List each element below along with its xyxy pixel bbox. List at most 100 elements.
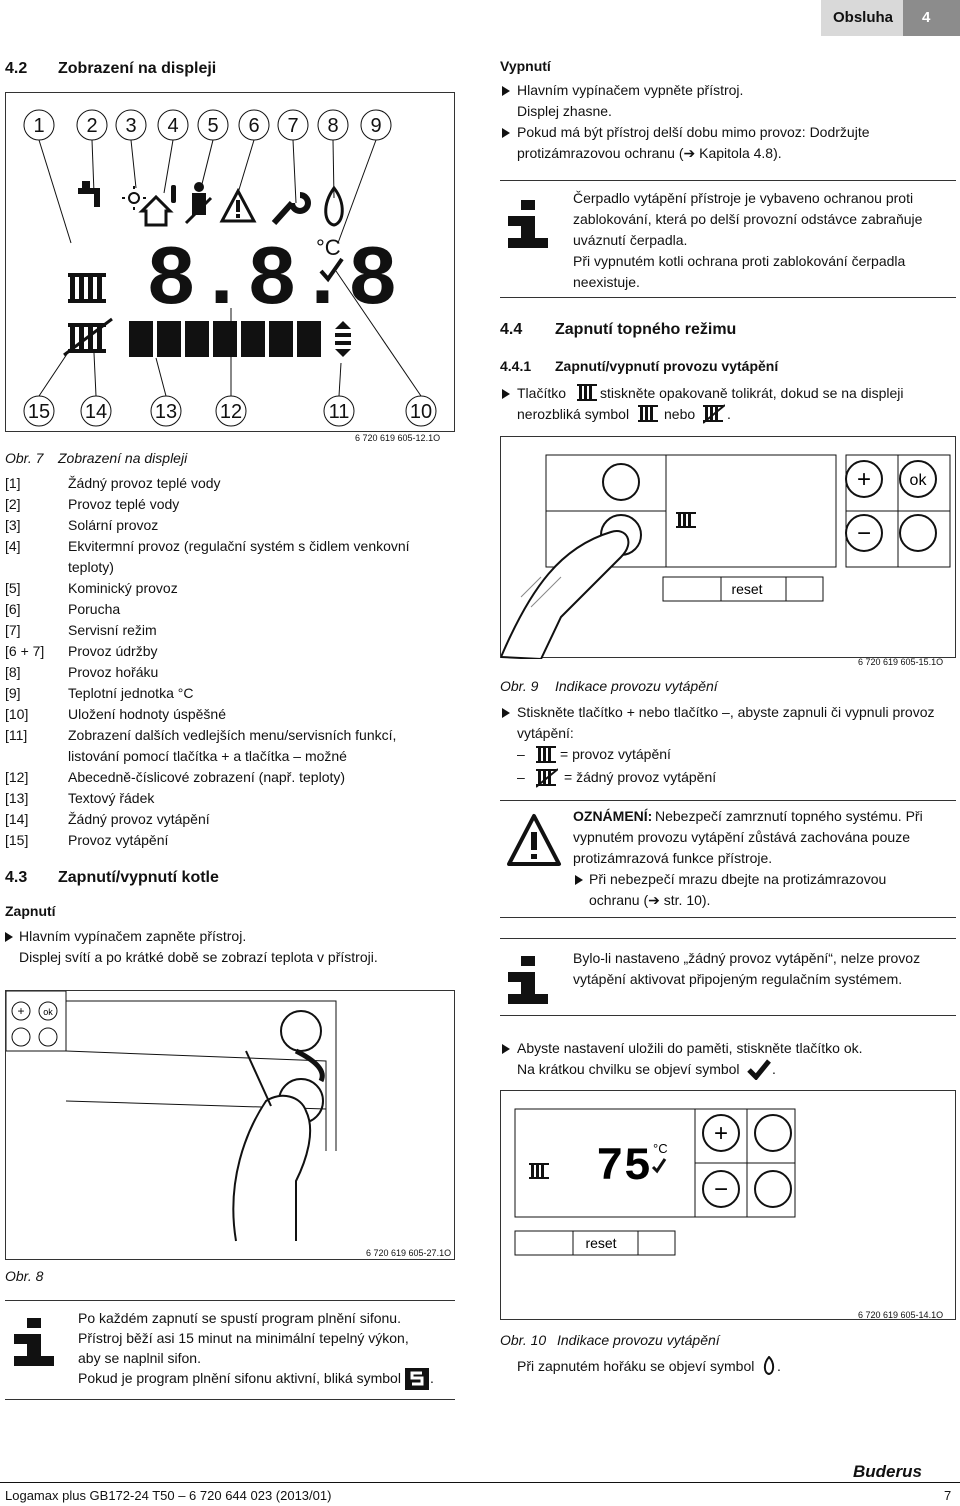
section-4-3-number: 4.3 — [5, 869, 28, 886]
period: . — [727, 406, 731, 422]
segment-digits: 8.8.8 — [146, 234, 398, 329]
period: . — [430, 1370, 434, 1386]
bullet-arrow-icon — [575, 875, 583, 885]
legend-value: Uložení hodnoty úspěšné — [68, 706, 226, 722]
flame-icon — [324, 185, 344, 227]
legend-value: Provoz teplé vody — [68, 496, 180, 512]
warning-icon — [506, 812, 562, 868]
legend-key: [9] — [5, 685, 21, 701]
callout-4: 4 — [167, 115, 178, 137]
checkmark-icon — [319, 257, 344, 283]
info-icon — [508, 956, 550, 1004]
step-text: nebo — [664, 406, 696, 422]
burner-note: Při zapnutém hořáku se objeví symbol — [517, 1358, 755, 1374]
info-siphon-line: Po každém zapnutí se spustí program plně… — [78, 1310, 401, 1326]
legend-key: [8] — [5, 664, 21, 680]
siphon-symbol-icon — [405, 1368, 429, 1390]
step-text: stiskněte opakovaně tolikrát, dokud se n… — [600, 385, 904, 401]
svg-text:+: + — [857, 466, 871, 493]
section-4-2-number: 4.2 — [5, 60, 28, 77]
warning-text: Nebezpečí zamrznutí topného systému. Při — [655, 808, 923, 824]
vypnuti-step: Hlavním vypínačem vypněte přístroj. — [517, 82, 744, 98]
zapnuti-step-cont: Displej svítí a po krátké době se zobraz… — [19, 949, 378, 965]
step-text: Abyste nastavení uložili do paměti, stis… — [517, 1040, 863, 1056]
warning-text: ochranu (➔ str. 10). — [589, 892, 711, 908]
info-box-regulation — [500, 938, 956, 1016]
callout-5: 5 — [207, 115, 218, 137]
brand-logo: Buderus — [853, 1462, 922, 1481]
callout-13: 13 — [155, 401, 177, 423]
chimney-sweep-icon — [184, 182, 213, 225]
legend-value: Žádný provoz teplé vody — [68, 475, 221, 491]
legend-key: [13] — [5, 790, 29, 806]
info-pump-line: Čerpadlo vytápění přístroje je vybaveno … — [573, 190, 914, 206]
period: . — [777, 1358, 781, 1374]
display-75-diagram: + − 75 °C reset — [500, 1090, 956, 1320]
dash: – — [517, 746, 525, 762]
section-4-4-1-number: 4.4.1 — [500, 358, 532, 374]
option-heating-on: = provoz vytápění — [560, 746, 671, 762]
tap-icon — [78, 181, 100, 207]
legend-value-cont: listování pomocí tlačítka + a tlačítka –… — [68, 748, 347, 764]
zapnuti-step: Hlavním vypínačem zapněte přístroj. — [19, 928, 247, 944]
bullet-arrow-icon — [502, 86, 510, 96]
legend-value: Porucha — [68, 601, 121, 617]
bullet-arrow-icon — [502, 1044, 510, 1054]
legend-value: Kominický provoz — [68, 580, 178, 596]
fig9-code: 6 720 619 605-15.1O — [858, 657, 944, 667]
info-regulation-line: Bylo-li nastaveno „žádný provoz vytápění… — [573, 950, 921, 966]
legend-key: [6] — [5, 601, 21, 617]
sun-icon — [122, 186, 146, 210]
info-pump-line: neexistuje. — [573, 274, 640, 290]
section-4-3-title: Zapnutí/vypnutí kotle — [58, 869, 219, 886]
degree-unit: °C — [316, 235, 341, 260]
svg-text:−: − — [714, 1176, 728, 1203]
callout-10: 10 — [410, 401, 432, 423]
warning-box — [500, 800, 956, 918]
section-4-4-number: 4.4 — [500, 321, 523, 338]
control-panel-svg: + ok − reset — [499, 454, 951, 661]
bullet-arrow-icon — [502, 389, 510, 399]
info-pump-line: zablokování, která po delší provozní ods… — [573, 211, 923, 227]
footer-model: Logamax plus GB172-24 T50 – 6 720 644 02… — [5, 1488, 332, 1503]
callout-15: 15 — [28, 401, 50, 423]
fig10-caption-number: Obr. 10 — [500, 1332, 547, 1348]
legend-value: Provoz hořáku — [68, 664, 159, 680]
warning-title: OZNÁMENÍ: — [573, 808, 653, 824]
fig10-code: 6 720 619 605-14.1O — [858, 1310, 944, 1320]
info-regulation-line: vytápění aktivovat připojeným regulačním… — [573, 971, 903, 987]
step-text: Stiskněte tlačítko + nebo tlačítko –, ab… — [517, 704, 935, 720]
legend-key: [6 + 7] — [5, 643, 45, 659]
bullet-arrow-icon — [5, 932, 13, 942]
svg-text:+: + — [17, 1004, 24, 1018]
warning-text: vypnutém provozu vytápění zůstává zachov… — [573, 829, 910, 845]
text-row — [129, 321, 321, 357]
vypnuti-step: Pokud má být přístroj delší dobu mimo pr… — [517, 124, 870, 140]
legend-key: [7] — [5, 622, 21, 638]
house-icon — [138, 194, 174, 227]
fig8-code: 6 720 619 605-27.1O — [366, 1248, 452, 1258]
legend-key: [10] — [5, 706, 29, 722]
header-page-number: 4 — [922, 9, 931, 26]
legend-value: Provoz údržby — [68, 643, 158, 659]
info-siphon-line: aby se naplnil sifon. — [78, 1350, 201, 1366]
legend-value: Provoz vytápění — [68, 832, 169, 848]
callout-9: 9 — [370, 115, 381, 137]
callout-6: 6 — [248, 115, 259, 137]
fig9-caption: Indikace provozu vytápění — [555, 678, 718, 694]
temp-readout: 75 — [596, 1141, 651, 1193]
radiator-icon — [638, 404, 658, 424]
callout-3: 3 — [125, 115, 136, 137]
callout-11: 11 — [329, 401, 350, 423]
legend-value: Žádný provoz vytápění — [68, 811, 210, 827]
display-75-svg: + − 75 °C reset — [514, 1108, 796, 1256]
legend-key: [11] — [5, 727, 28, 743]
reset-label: reset — [585, 1235, 616, 1251]
fig7-code: 6 720 619 605-12.1O — [355, 433, 441, 443]
callout-12: 12 — [220, 401, 242, 423]
step-text-cont: vytápění: — [517, 725, 574, 741]
dash: – — [517, 769, 525, 785]
reset-label: reset — [731, 581, 762, 597]
checkmark-icon — [747, 1058, 771, 1081]
flame-icon — [762, 1355, 776, 1376]
